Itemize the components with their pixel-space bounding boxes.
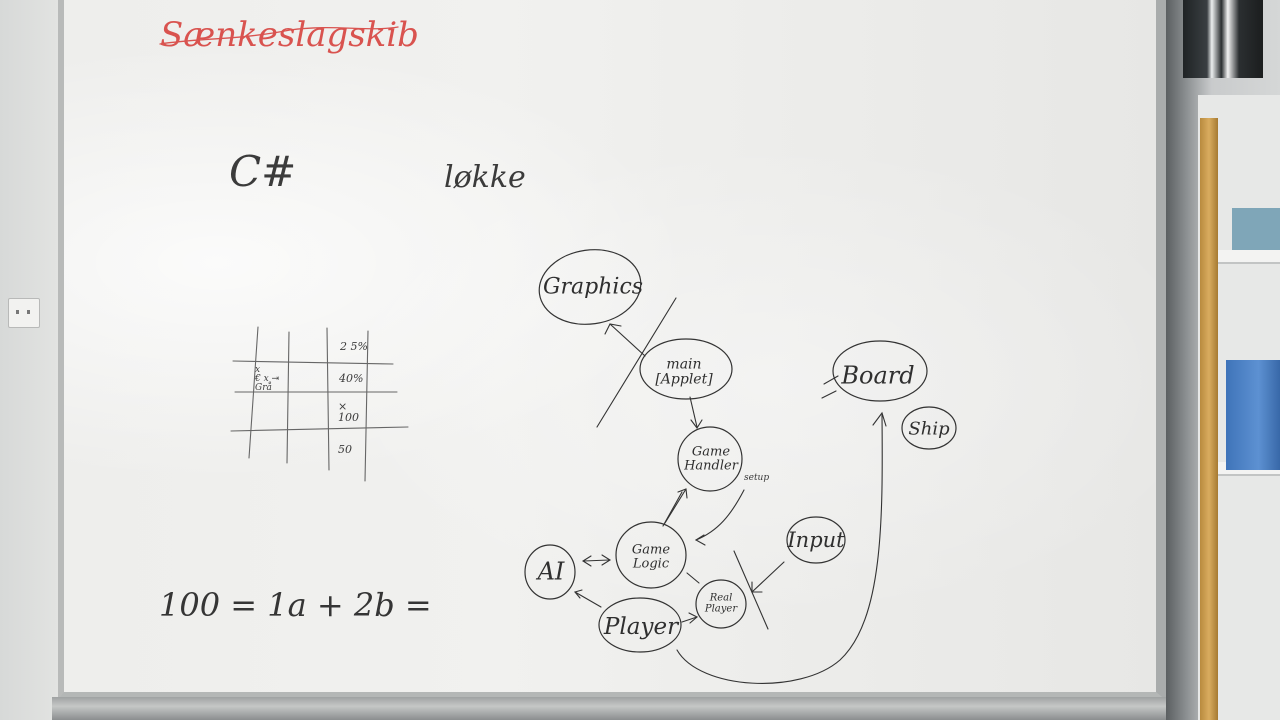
wall-switch [8, 298, 40, 328]
grid-cell-4: 50 [338, 443, 352, 456]
blue-binder [1226, 360, 1280, 470]
binders [1183, 0, 1263, 78]
real-player-node [695, 579, 747, 629]
real-player-label: Real Player [704, 592, 738, 614]
arrow-head [604, 323, 622, 335]
arrow-logic-handler [664, 488, 687, 524]
red-scribble-stroke [159, 26, 399, 45]
arrow-main-handler [689, 396, 698, 428]
input-label: Input [787, 527, 845, 552]
diagram-shapes [524, 249, 957, 653]
arrow-head [751, 581, 763, 593]
graphics-node [538, 249, 642, 325]
setup-label: setup [744, 473, 770, 483]
divider-line [596, 297, 677, 428]
divider-line [733, 550, 769, 630]
marker-tray [52, 697, 1170, 720]
arrow-input-real [751, 561, 785, 593]
equation-label: 100 = 1a + 2b = [159, 586, 432, 624]
scribble-title: Sænkeslagskib [160, 15, 419, 55]
arrow-player-board [676, 414, 883, 684]
arrow-player-ai [574, 591, 602, 608]
player-label: Player [603, 613, 679, 640]
arrow-logic-real [686, 572, 700, 584]
game-handler-label: Game Handler [684, 444, 738, 473]
arrow-main-graphics [609, 323, 646, 357]
language-label: C# [229, 147, 297, 196]
cabinet-frame [1200, 118, 1218, 720]
shelf-box [1232, 208, 1280, 250]
player-node [598, 597, 682, 653]
grid-line [364, 330, 369, 482]
grid-drawing [230, 326, 409, 482]
grid-cell-3: × 100 [338, 400, 359, 424]
grid-line [232, 360, 394, 365]
diagram-connectors [574, 297, 887, 684]
ai-label: AI [537, 557, 565, 586]
grid-line [286, 331, 290, 464]
arrow-head [688, 612, 698, 624]
game-handler-node [677, 426, 743, 492]
game-logic-label: Game Logic [631, 542, 671, 571]
board-connector [821, 390, 837, 399]
board-node [832, 340, 928, 402]
arrow-player-real [681, 616, 698, 623]
graphics-label: Graphics [542, 274, 644, 300]
arrow-head [872, 411, 887, 427]
whiteboard [58, 0, 1166, 700]
ship-label: Ship [908, 418, 950, 440]
grid-cell-2: 40% [339, 372, 364, 385]
grid-line [230, 426, 409, 432]
input-node [786, 516, 846, 564]
ai-node [524, 544, 576, 600]
arrow-head [574, 589, 583, 599]
main-label: main [Applet] [655, 356, 713, 387]
cabinet-shelf [1218, 250, 1280, 264]
board-connector [823, 375, 839, 385]
arrow-head [677, 488, 688, 499]
arrow-ai-logic [583, 559, 610, 562]
grid-center-marks: x € x ⇥ Grå [255, 365, 280, 393]
arrow-head [601, 554, 612, 566]
ship-node [901, 406, 957, 450]
main-node [639, 338, 733, 400]
game-logic-node [615, 521, 687, 589]
arrow-setup [695, 489, 745, 541]
grid-cell-1: 2 5% [340, 340, 368, 353]
arrow-head [690, 419, 703, 429]
loop-label: løkke [444, 160, 526, 195]
grid-line [326, 327, 330, 471]
grid-line [248, 326, 259, 459]
board-label: Board [841, 361, 915, 390]
arrow-head [694, 534, 706, 546]
arrow-logic-handler [662, 491, 683, 527]
arrow-head [581, 555, 592, 567]
